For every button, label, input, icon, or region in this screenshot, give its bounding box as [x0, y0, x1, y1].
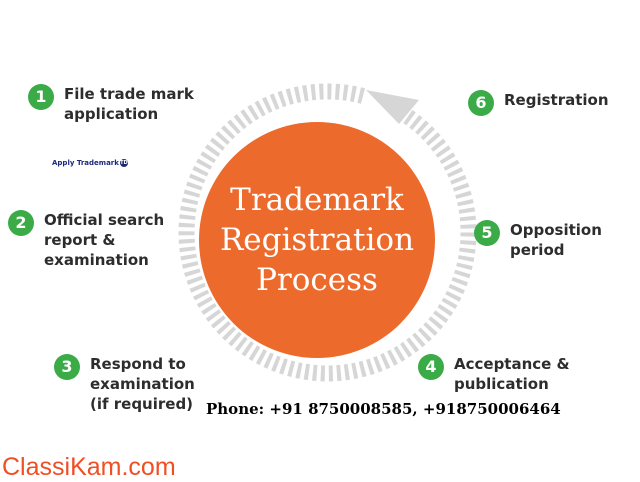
step-label-line: Acceptance & — [454, 355, 570, 373]
step-label: Respond to examination (if required) — [90, 354, 195, 414]
step-number-badge: 6 — [468, 90, 494, 116]
step-label-line: examination — [90, 375, 195, 393]
step-label: Registration — [504, 90, 609, 110]
step-label-line: Official search — [44, 211, 165, 229]
step-label-line: Opposition — [510, 221, 602, 239]
title-line-2: Registration — [219, 222, 415, 258]
step-label-line: File trade mark — [64, 85, 194, 103]
step-6: 6 Registration — [468, 90, 609, 116]
step-label-line: publication — [454, 375, 549, 393]
step-number-badge: 1 — [28, 84, 54, 110]
step-label-line: report & — [44, 231, 116, 249]
step-2: 2 Official search report & examination — [8, 210, 164, 270]
step-label-line: examination — [44, 251, 149, 269]
apply-trademark-logo: Apply Trademark TD — [52, 159, 128, 167]
logo-mark: TD — [119, 159, 128, 167]
step-4: 4 Acceptance & publication — [418, 354, 570, 394]
step-label-line: Registration — [504, 91, 609, 109]
step-number-badge: 4 — [418, 354, 444, 380]
step-number-badge: 5 — [474, 220, 500, 246]
step-label-line: period — [510, 241, 565, 259]
phone-numbers: Phone: +91 8750008585, +918750006464 — [206, 400, 561, 418]
logo-text: Apply Trademark — [52, 159, 119, 167]
step-number-badge: 2 — [8, 210, 34, 236]
title-line-3: Process — [256, 262, 378, 298]
step-label: Acceptance & publication — [454, 354, 570, 394]
step-1: 1 File trade mark application — [28, 84, 194, 124]
step-label-line: application — [64, 105, 159, 123]
step-label-line: (if required) — [90, 395, 194, 413]
title-line-1: Trademark — [230, 182, 404, 218]
step-label-line: Respond to — [90, 355, 186, 373]
process-title-circle: Trademark Registration Process — [199, 122, 435, 358]
classikam-watermark: ClassiKam.com — [2, 453, 176, 481]
step-label: File trade mark application — [64, 84, 194, 124]
step-label: Opposition period — [510, 220, 602, 260]
step-5: 5 Opposition period — [474, 220, 602, 260]
step-number-badge: 3 — [54, 354, 80, 380]
step-label: Official search report & examination — [44, 210, 164, 270]
step-3: 3 Respond to examination (if required) — [54, 354, 195, 414]
